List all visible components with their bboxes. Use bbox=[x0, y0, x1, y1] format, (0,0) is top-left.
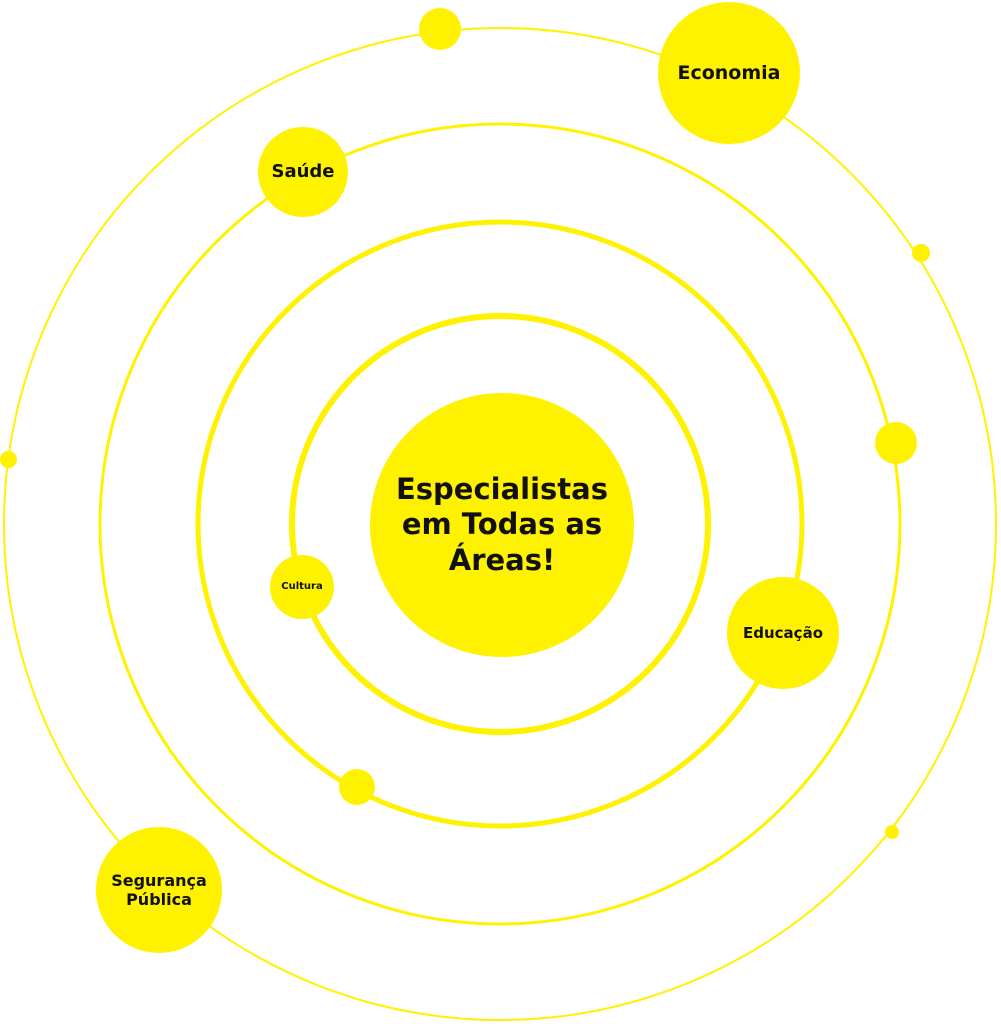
orbit-ring-third bbox=[98, 122, 902, 926]
topic-saude-label: Saúde bbox=[271, 161, 335, 183]
orbit-dot bbox=[912, 244, 930, 262]
orbit-dot bbox=[339, 769, 375, 805]
topic-economia-label: Economia bbox=[677, 61, 781, 84]
topic-saude: Saúde bbox=[258, 127, 348, 217]
center-label: Especialistas em Todas as Áreas! bbox=[395, 471, 609, 577]
orbit-ring-second bbox=[195, 219, 805, 829]
orbit-ring-inner bbox=[289, 313, 711, 735]
topic-seguranca-label: Segurança Pública bbox=[111, 870, 207, 909]
orbit-ring-outer bbox=[3, 27, 997, 1021]
topic-seguranca-publica: Segurança Pública bbox=[96, 827, 222, 953]
topic-educacao-label: Educação bbox=[743, 624, 823, 642]
topic-educacao: Educação bbox=[727, 577, 839, 689]
orbit-dot bbox=[885, 825, 899, 839]
topic-cultura: Cultura bbox=[270, 555, 334, 619]
orbit-dot bbox=[875, 422, 917, 464]
center-circle: Especialistas em Todas as Áreas! bbox=[370, 393, 634, 657]
orbit-dot bbox=[0, 451, 17, 468]
topic-economia: Economia bbox=[658, 2, 800, 144]
topic-cultura-label: Cultura bbox=[281, 581, 323, 592]
orbit-dot bbox=[419, 8, 461, 50]
